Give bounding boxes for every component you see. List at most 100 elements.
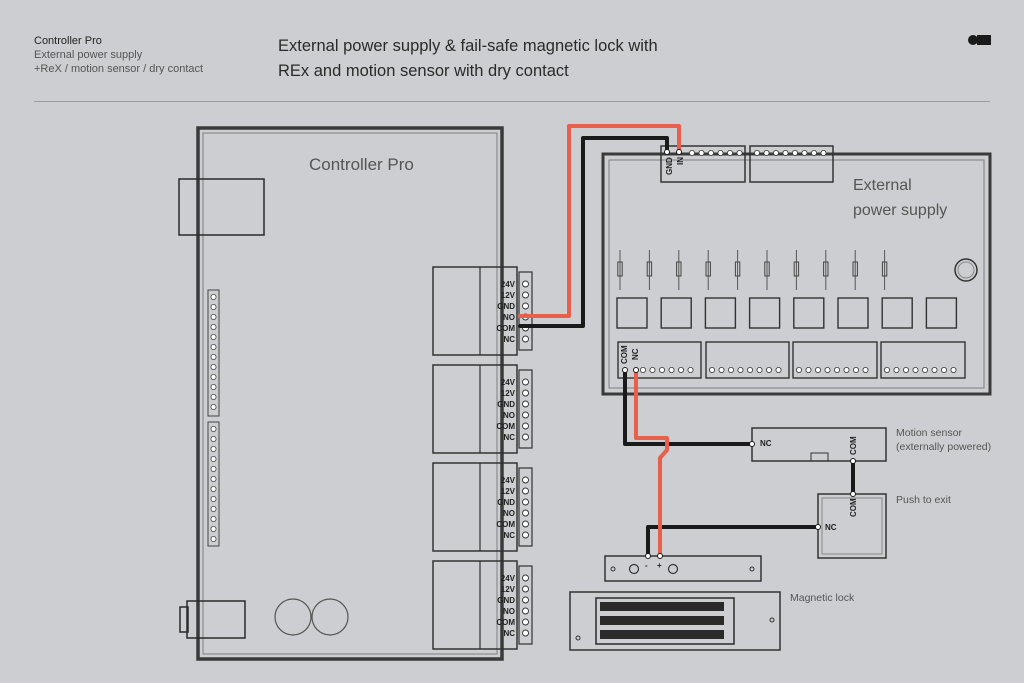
psu-terminal-pin	[754, 149, 761, 156]
psu-terminal-pin	[782, 149, 789, 156]
header-pin	[210, 333, 217, 340]
psu-potentiometer	[954, 258, 978, 282]
psu-terminal-pin	[801, 149, 808, 156]
psu-output-block	[792, 341, 878, 379]
header-pin	[210, 303, 217, 310]
relay-pin-label: 12V	[501, 291, 516, 300]
controller-header-pins	[210, 293, 217, 543]
psu-terminal-pin	[773, 149, 780, 156]
relay-pin-screw	[522, 378, 529, 386]
relay-pin-screw	[522, 618, 529, 626]
psu-fuse	[646, 261, 653, 277]
relay-terminal	[518, 467, 533, 547]
header-pin	[210, 485, 217, 492]
psu-terminal-pin	[708, 149, 715, 156]
controller-capacitor-1	[274, 598, 312, 636]
diagram-title-line-2: REx and motion sensor with dry contact	[278, 62, 569, 80]
psu-output-pin	[862, 366, 869, 373]
magnetic-lock: - + Magnetic lock	[569, 555, 855, 651]
header-subtitle-1: External power supply	[34, 49, 143, 61]
psu-fuse	[852, 261, 858, 277]
relay-pin-label: NO	[503, 313, 515, 322]
controller-pro-board: Controller Pro	[178, 126, 504, 661]
header-pin	[210, 373, 217, 380]
magnetic-lock-body	[569, 591, 781, 651]
header-pin	[210, 435, 217, 442]
header-pin	[210, 475, 217, 482]
header-pin	[210, 393, 217, 400]
wire-exit-nc-to-lock-minus	[646, 525, 820, 558]
relay-pin-label: 12V	[501, 585, 516, 594]
motion-sensor-label-2: (externally powered)	[896, 441, 991, 453]
psu-input-terminal	[660, 145, 746, 183]
push-to-exit-pin-com: COM	[849, 498, 858, 517]
header-pin	[210, 526, 217, 533]
wire-psu-nc-to-lock-plus	[634, 368, 669, 558]
psu-label-line-2: power supply	[853, 202, 947, 219]
diagram-title-line-1: External power supply & fail-safe magnet…	[278, 37, 658, 55]
psu-output-pin	[766, 366, 773, 373]
psu-output-pin	[815, 366, 822, 373]
psu-pin-com: COM	[620, 345, 629, 364]
motion-sensor-label-1: Motion sensor	[896, 427, 962, 439]
psu-output-terminals	[617, 149, 966, 379]
relay-pin-screw	[522, 585, 529, 593]
relay-terminal	[518, 369, 533, 449]
psu-terminal-2	[749, 145, 834, 183]
psu-output-pin	[747, 366, 754, 373]
relay-pin-label: GND	[497, 596, 515, 605]
header-pin	[210, 293, 217, 300]
psu-fuse	[764, 261, 770, 277]
diagram-title: External power supply & fail-safe magnet…	[278, 34, 658, 84]
relay-pin-screw	[522, 433, 529, 441]
psu-relay-square	[704, 297, 737, 329]
relay-pin-label: 12V	[501, 487, 516, 496]
push-to-exit-pin-nc: NC	[825, 523, 837, 532]
header-pin	[210, 455, 217, 462]
relay-pin-label: GND	[497, 498, 515, 507]
psu-output-pin	[678, 366, 685, 373]
wire-com-to-psu-gnd	[518, 136, 669, 328]
header-pin	[210, 516, 217, 523]
push-to-exit-label: Push to exit	[896, 494, 951, 506]
relay-pin-screw	[522, 531, 529, 539]
psu-fuses	[616, 250, 958, 329]
wire-endpoints	[622, 149, 856, 559]
relay-pin-screw	[522, 422, 529, 430]
relay-pin-label: 24V	[501, 476, 516, 485]
magnetic-lock-armature	[604, 555, 762, 582]
header-pin	[210, 403, 217, 410]
magnetic-lock-label: Magnetic lock	[790, 592, 855, 604]
relay-pin-label: 24V	[501, 574, 516, 583]
relay-pin-screw	[522, 487, 529, 495]
header-pin	[210, 343, 217, 350]
psu-fuse	[793, 261, 800, 277]
controller-pin-header-1	[207, 289, 220, 417]
psu-output-block	[705, 341, 790, 379]
relay-housing	[432, 364, 518, 454]
relay-pin-label: COM	[496, 520, 515, 529]
psu-label-line-1: External	[853, 177, 912, 194]
relay-pin-label: NO	[503, 509, 515, 518]
motion-sensor: NC COM Motion sensor (externally powered…	[751, 427, 991, 462]
psu-terminal-pin	[727, 149, 734, 156]
psu-output-pin	[775, 366, 782, 373]
controller-label: Controller Pro	[309, 155, 414, 174]
relay-terminal	[518, 565, 533, 645]
psu-relay-square	[616, 297, 648, 329]
psu-potentiometer-inner	[957, 261, 975, 279]
psu-terminal-pin	[717, 149, 724, 156]
psu-output-pin	[805, 366, 812, 373]
psu-terminal-pin	[763, 149, 770, 156]
psu-relay-square	[660, 297, 692, 329]
psu-output-pin	[756, 366, 763, 373]
header-pin	[210, 323, 217, 330]
relay-pin-screw	[522, 476, 529, 484]
header-block: Controller Pro External power supply +Re…	[34, 34, 203, 76]
motion-sensor-pin-nc: NC	[760, 439, 772, 448]
relay-pin-screw	[522, 574, 529, 582]
relay-pin-label: NC	[503, 629, 515, 638]
